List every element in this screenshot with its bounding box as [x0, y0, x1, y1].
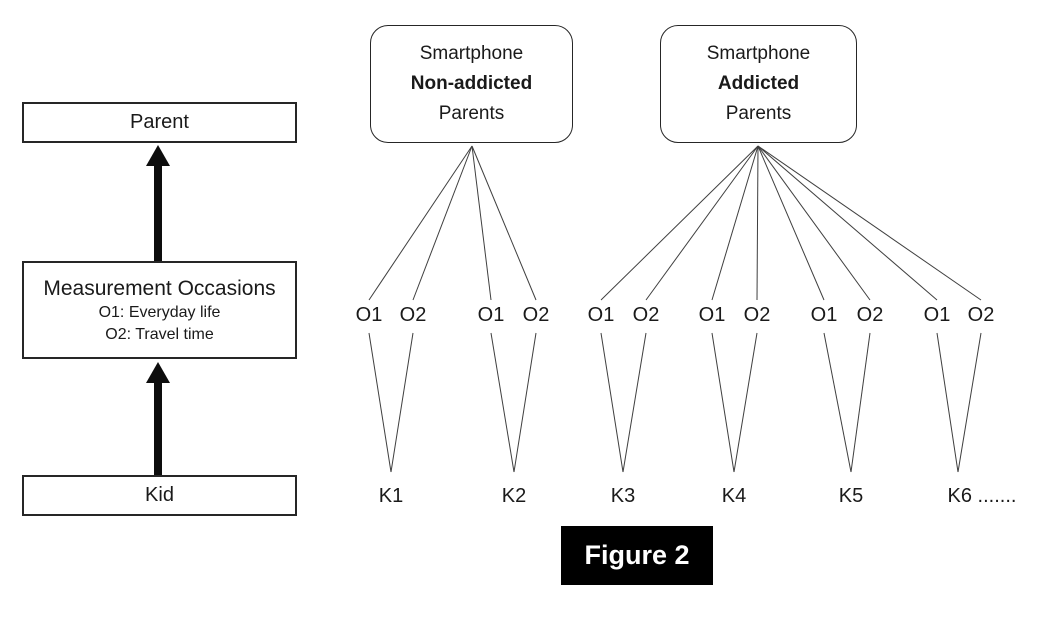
occasion-label-k6-o1: O1: [923, 304, 951, 326]
non-addicted-parents-box: Smartphone Non-addicted Parents: [370, 25, 573, 143]
non-addicted-line2: Non-addicted: [410, 73, 533, 94]
occasion-label-k6-o2: O2: [967, 304, 995, 326]
kid-label-k5: K5: [838, 485, 864, 507]
fan-line: [645, 145, 759, 301]
kid-line: [850, 332, 871, 473]
parent-box-label: Parent: [130, 111, 189, 133]
occasion-label-k4-o1: O1: [698, 304, 726, 326]
occasion-label-k2-o2: O2: [522, 304, 550, 326]
addicted-line2: Addicted: [717, 73, 800, 94]
occasion-label-k2-o1: O1: [477, 304, 505, 326]
occasion-label-k3-o2: O2: [632, 304, 660, 326]
occasion-label-k1-o1: O1: [355, 304, 383, 326]
kid-line: [823, 332, 852, 473]
occasion-label-k1-o2: O2: [399, 304, 427, 326]
figure-caption-label: Figure 2: [584, 540, 690, 570]
fan-line: [757, 145, 982, 301]
kid-label-k1: K1: [378, 485, 404, 507]
fan-line: [757, 145, 938, 301]
occasion-label-k5-o2: O2: [856, 304, 884, 326]
kid-line: [733, 332, 758, 473]
non-addicted-line3: Parents: [438, 103, 505, 124]
kid-line: [490, 332, 515, 473]
fan-line: [471, 145, 537, 301]
kid-box: Kid: [22, 475, 297, 516]
kid-line: [368, 332, 392, 473]
addicted-line1: Smartphone: [706, 43, 811, 64]
fan-line: [600, 145, 759, 301]
fan-line: [711, 145, 759, 301]
arrow-measurement-to-parent: [146, 145, 170, 262]
non-addicted-line1: Smartphone: [419, 43, 524, 64]
kid-line: [513, 332, 537, 473]
addicted-parents-box: Smartphone Addicted Parents: [660, 25, 857, 143]
occasion-label-k3-o1: O1: [587, 304, 615, 326]
kid-box-label: Kid: [145, 484, 174, 506]
occasion-label-k5-o1: O1: [810, 304, 838, 326]
addicted-line3: Parents: [725, 103, 792, 124]
measurement-occasion-1: O1: Everyday life: [98, 303, 221, 321]
kid-line: [936, 332, 959, 473]
kid-label-k6: K6 .......: [947, 485, 1017, 507]
figure-caption: Figure 2: [561, 526, 713, 585]
measurement-occasion-2: O2: Travel time: [105, 325, 214, 343]
kid-line: [622, 332, 647, 473]
kid-label-k2: K2: [501, 485, 527, 507]
arrow-kid-to-measurement: [146, 362, 170, 476]
kid-label-k3: K3: [610, 485, 636, 507]
fan-line: [471, 145, 492, 301]
fan-line: [757, 145, 871, 301]
fan-line: [756, 145, 759, 301]
kid-line: [390, 332, 414, 473]
occasion-label-k4-o2: O2: [743, 304, 771, 326]
fan-line: [412, 145, 473, 301]
parent-box: Parent: [22, 102, 297, 143]
kid-line: [600, 332, 624, 473]
kid-line: [957, 332, 982, 473]
fan-line: [368, 145, 473, 301]
fan-line: [757, 145, 825, 301]
measurement-occasions-title: Measurement Occasions: [43, 276, 276, 300]
measurement-occasions-box: Measurement Occasions O1: Everyday life …: [22, 261, 297, 359]
kid-label-k4: K4: [721, 485, 747, 507]
kid-line: [711, 332, 735, 473]
